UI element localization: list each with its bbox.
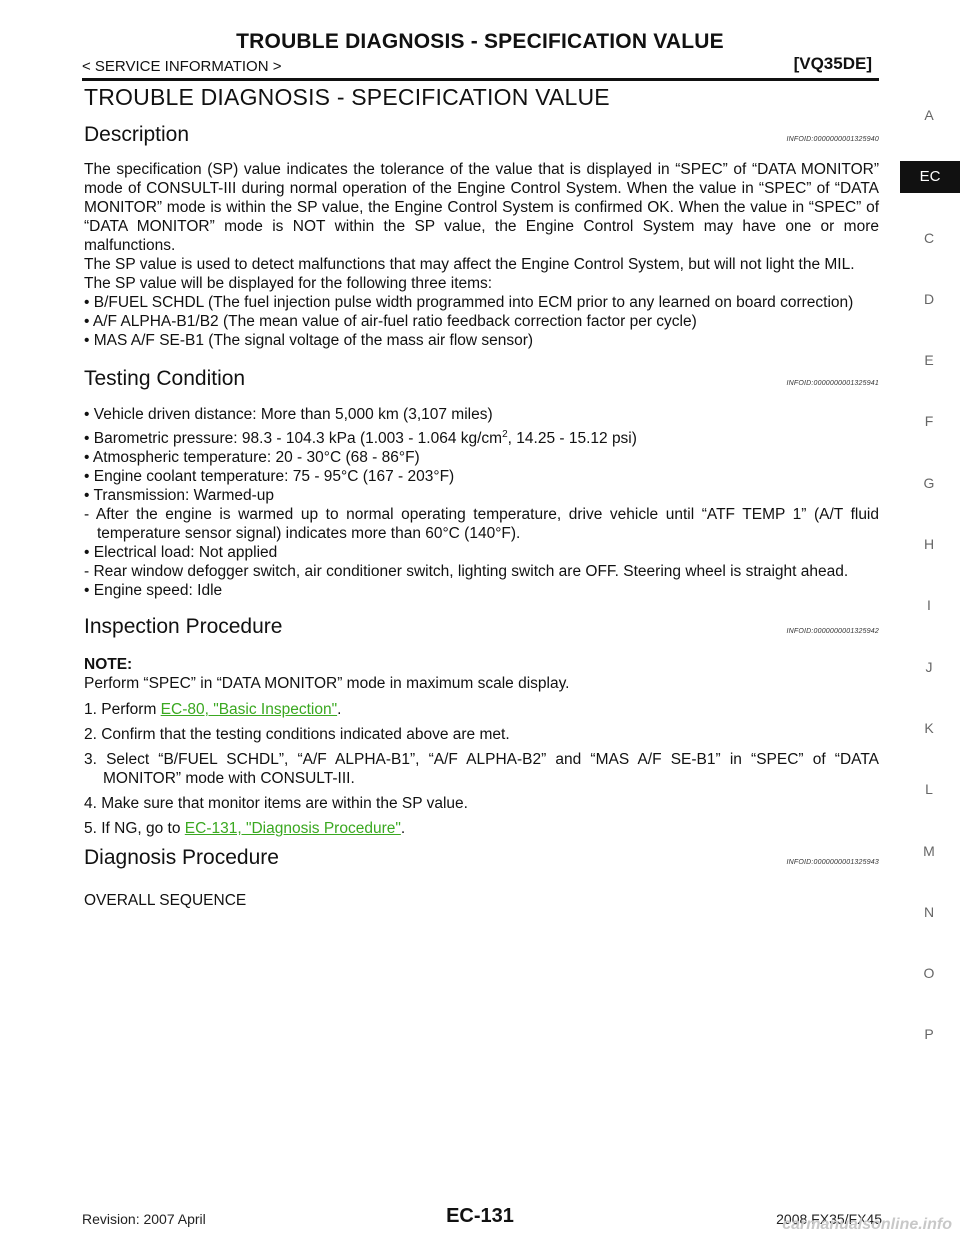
diagnosis-procedure-link[interactable]: EC-131, "Diagnosis Procedure" <box>184 820 401 837</box>
note-text: Perform “SPEC” in “DATA MONITOR” mode in… <box>84 675 570 692</box>
list-item: 1. Perform EC-80, "Basic Inspection". <box>84 700 879 719</box>
index-tab-j[interactable]: J <box>925 658 933 675</box>
inspection-infoid: INFOID:0000000001325942 <box>786 628 879 635</box>
testing-infoid: INFOID:0000000001325941 <box>786 380 879 387</box>
engine-model-label: [VQ35DE] <box>793 54 872 73</box>
overall-sequence-label: OVERALL SEQUENCE <box>84 892 247 909</box>
header-rule <box>82 78 879 81</box>
index-tab-p[interactable]: P <box>924 1026 934 1043</box>
description-para-3: The SP value will be displayed for the f… <box>84 275 493 292</box>
list-item: • Engine coolant temperature: 75 - 95°C … <box>84 468 455 485</box>
period: . <box>337 701 342 718</box>
basic-inspection-link[interactable]: EC-80, "Basic Inspection" <box>160 701 338 718</box>
index-tab-o[interactable]: O <box>923 965 935 982</box>
main-content: TROUBLE DIAGNOSIS - SPECIFICATION VALUE … <box>84 84 879 910</box>
list-item: • Vehicle driven distance: More than 5,0… <box>84 406 493 423</box>
testing-conditions-list: • Vehicle driven distance: More than 5,0… <box>84 405 879 600</box>
sp-items-list: • B/FUEL SCHDL (The fuel injection pulse… <box>84 293 879 350</box>
list-item: 4. Make sure that monitor items are with… <box>84 795 468 812</box>
index-tab-ec[interactable]: EC <box>900 161 960 193</box>
list-item: 2. Confirm that the testing conditions i… <box>84 726 510 743</box>
list-sub-item: - Rear window defogger switch, air condi… <box>84 563 849 580</box>
list-item: • B/FUEL SCHDL (The fuel injection pulse… <box>84 294 854 311</box>
page-title: TROUBLE DIAGNOSIS - SPECIFICATION VALUE <box>84 84 610 110</box>
index-tab-e[interactable]: E <box>924 352 934 369</box>
diagnosis-heading: Diagnosis Procedure <box>84 846 279 869</box>
testing-heading: Testing Condition <box>84 367 246 390</box>
description-infoid: INFOID:0000000001325940 <box>786 136 879 143</box>
list-item: • Engine speed: Idle <box>84 582 223 599</box>
diagnosis-section-header: Diagnosis Procedure INFOID:0000000001325… <box>84 846 879 870</box>
index-tab-l[interactable]: L <box>925 781 933 798</box>
note-block: NOTE: Perform “SPEC” in “DATA MONITOR” m… <box>84 655 879 693</box>
index-tab-i[interactable]: I <box>927 597 931 614</box>
index-tab-c[interactable]: C <box>923 229 935 246</box>
inspection-section-header: Inspection Procedure INFOID:000000000132… <box>84 615 879 639</box>
description-section-header: Description INFOID:0000000001325940 <box>84 123 879 147</box>
list-item: • Transmission: Warmed-up <box>84 487 275 504</box>
index-tab-m[interactable]: M <box>923 842 935 859</box>
step-5-text: 5. If NG, go to <box>84 820 185 837</box>
index-tab-g[interactable]: G <box>923 474 935 491</box>
list-item: • A/F ALPHA-B1/B2 (The mean value of air… <box>84 313 697 330</box>
index-tab-f[interactable]: F <box>924 413 934 430</box>
footer-page-number: EC-131 <box>446 1205 514 1227</box>
index-tab-d[interactable]: D <box>923 290 935 307</box>
inspection-heading: Inspection Procedure <box>84 615 283 638</box>
index-tab-k[interactable]: K <box>924 719 934 736</box>
list-item: • Barometric pressure: 98.3 - 104.3 kPa … <box>84 429 879 448</box>
pressure-text-end: , 14.25 - 15.12 psi) <box>507 430 637 447</box>
note-label: NOTE: <box>84 656 133 673</box>
step-1-text: 1. Perform <box>84 701 161 718</box>
list-item: • MAS A/F SE-B1 (The signal voltage of t… <box>84 332 534 349</box>
running-header-title: TROUBLE DIAGNOSIS - SPECIFICATION VALUE <box>236 30 724 53</box>
pressure-text: • Barometric pressure: 98.3 - 104.3 kPa … <box>84 430 503 447</box>
breadcrumb: < SERVICE INFORMATION > <box>82 58 282 75</box>
diagnosis-infoid: INFOID:0000000001325943 <box>786 859 879 866</box>
description-para-2: The SP value is used to detect malfuncti… <box>84 256 855 273</box>
inspection-steps-list: 1. Perform EC-80, "Basic Inspection". 2.… <box>84 700 879 838</box>
list-item: 3. Select “B/FUEL SCHDL”, “A/F ALPHA-B1”… <box>84 751 879 787</box>
footer-model: 2008 FX35/FX45 <box>776 1211 882 1227</box>
index-tab-a[interactable]: A <box>924 107 934 123</box>
list-item: 5. If NG, go to EC-131, "Diagnosis Proce… <box>84 819 879 838</box>
section-index-tabs: A EC C D E F G H I J K L M N O P <box>898 100 960 1081</box>
watermark: carmanualsonline.info <box>782 1216 952 1233</box>
index-tab-n[interactable]: N <box>923 903 935 920</box>
list-sub-item: - After the engine is warmed up to norma… <box>84 506 879 542</box>
description-para-1: The specification (SP) value indicates t… <box>84 161 879 254</box>
superscript: 2 <box>502 428 508 440</box>
list-item: • Atmospheric temperature: 20 - 30°C (68… <box>84 449 420 466</box>
description-body: The specification (SP) value indicates t… <box>84 160 879 350</box>
footer-revision: Revision: 2007 April <box>82 1211 206 1227</box>
testing-section-header: Testing Condition INFOID:000000000132594… <box>84 367 879 391</box>
period: . <box>400 820 406 837</box>
index-tab-h[interactable]: H <box>923 536 935 553</box>
list-item: • Electrical load: Not applied <box>84 544 278 561</box>
description-heading: Description <box>84 123 190 146</box>
